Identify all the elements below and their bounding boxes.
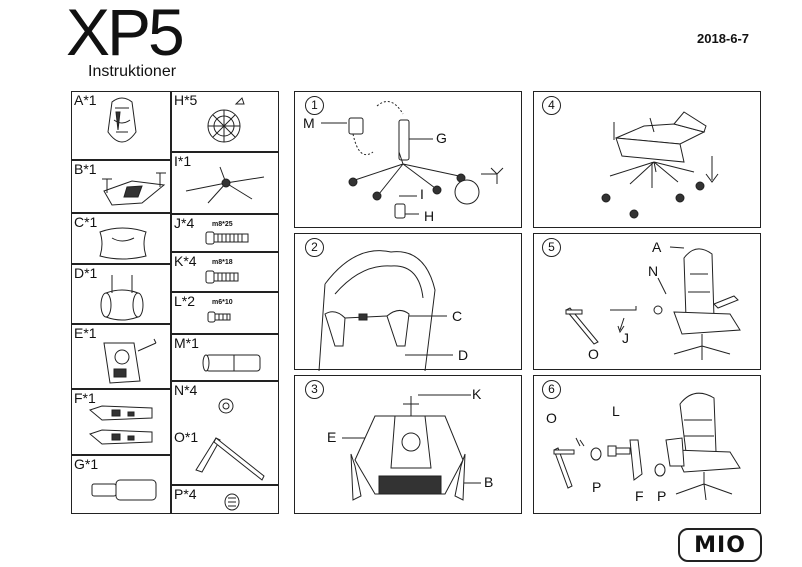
callout-p: P bbox=[592, 479, 602, 495]
part-cell-i: I*1 bbox=[171, 152, 279, 214]
step-3-panel: 3 K E B bbox=[294, 375, 522, 514]
document-date: 2018-6-7 bbox=[697, 31, 750, 46]
bolt-j-icon bbox=[205, 231, 249, 245]
part-label: P*4 bbox=[174, 486, 197, 502]
subtitle: Instruktioner bbox=[88, 63, 177, 80]
part-label: N*4 bbox=[174, 382, 198, 398]
part-label: K*4 bbox=[174, 253, 197, 269]
part-label: G*1 bbox=[74, 456, 99, 472]
cap-icon bbox=[224, 493, 240, 511]
callout-g: G bbox=[436, 130, 447, 146]
part-cell-d: D*1 bbox=[71, 264, 171, 324]
bolt-k-icon bbox=[205, 270, 239, 284]
part-cell-p: P*4 bbox=[171, 485, 279, 514]
step-2-illustration bbox=[318, 250, 453, 372]
brand-logo: MIO bbox=[678, 528, 762, 562]
seat-base-icon bbox=[102, 172, 166, 206]
part-cell-a: A*1 bbox=[71, 91, 171, 160]
part-cell-k: K*4 m8*18 bbox=[171, 252, 279, 292]
callout-n: N bbox=[648, 263, 659, 279]
part-cell-m: M*1 bbox=[171, 334, 279, 381]
part-cell-c: C*1 bbox=[71, 213, 171, 264]
caster-icon bbox=[207, 97, 245, 143]
step-4-panel: 4 bbox=[533, 91, 761, 228]
callout-c: C bbox=[452, 308, 463, 324]
callout-l: L bbox=[612, 403, 620, 419]
step-1-illustration bbox=[321, 101, 504, 219]
part-label: H*5 bbox=[174, 92, 198, 108]
part-cell-h: H*5 bbox=[171, 91, 279, 152]
step-6-panel: 6 O L P F P bbox=[533, 375, 761, 514]
step-5-panel: 5 A N J O bbox=[533, 233, 761, 370]
model-title: XP5 bbox=[66, 0, 185, 69]
gas-cylinder-icon bbox=[91, 479, 157, 501]
armrest-brackets-icon bbox=[88, 405, 153, 445]
part-label: C*1 bbox=[74, 214, 98, 230]
screw-size: m8*25 bbox=[212, 221, 233, 228]
cylinder-cover-icon bbox=[202, 354, 261, 372]
part-label: O*1 bbox=[174, 429, 199, 445]
callout-o-6: O bbox=[546, 410, 557, 426]
part-cell-j: J*4 m8*25 bbox=[171, 214, 279, 252]
callout-j: J bbox=[622, 330, 629, 346]
callout-b: B bbox=[484, 474, 494, 490]
part-label: D*1 bbox=[74, 265, 98, 281]
part-cell-b: B*1 bbox=[71, 160, 171, 213]
washer-and-allen-key-icon bbox=[195, 398, 265, 481]
callout-k: K bbox=[472, 386, 482, 402]
step-6-illustration bbox=[553, 392, 741, 501]
callout-m: M bbox=[303, 115, 315, 131]
screw-size: m6*10 bbox=[212, 299, 233, 306]
seat-back-icon bbox=[107, 97, 137, 143]
callout-d: D bbox=[458, 347, 469, 363]
tilt-mechanism-icon bbox=[103, 338, 157, 384]
screw-l-icon bbox=[207, 311, 231, 323]
step-number: 5 bbox=[542, 238, 561, 257]
screw-size: m8*18 bbox=[212, 259, 233, 266]
step-4-illustration bbox=[601, 111, 719, 219]
step-2-panel: 2 C D bbox=[294, 233, 522, 372]
neck-pillow-icon bbox=[100, 275, 144, 321]
step-number: 2 bbox=[305, 238, 324, 257]
step-number: 3 bbox=[305, 380, 324, 399]
part-cell-l: L*2 m6*10 bbox=[171, 292, 279, 334]
callout-a: A bbox=[652, 239, 662, 255]
step-number: 1 bbox=[305, 96, 324, 115]
part-cell-f: F*1 bbox=[71, 389, 171, 455]
part-label: M*1 bbox=[174, 335, 199, 351]
step-5-illustration bbox=[565, 246, 741, 360]
step-number: 6 bbox=[542, 380, 561, 399]
step-number: 4 bbox=[542, 96, 561, 115]
part-label: L*2 bbox=[174, 293, 196, 309]
step-1-panel: 1 M G I H bbox=[294, 91, 522, 228]
part-label: E*1 bbox=[74, 325, 97, 341]
part-cell-g: G*1 bbox=[71, 455, 171, 514]
step-3-illustration bbox=[342, 394, 481, 501]
part-label: A*1 bbox=[74, 92, 97, 108]
part-cell-e: E*1 bbox=[71, 324, 171, 389]
star-base-icon bbox=[185, 166, 265, 204]
callout-i: I bbox=[420, 186, 424, 202]
callout-o: O bbox=[588, 346, 599, 362]
callout-h: H bbox=[424, 208, 435, 224]
part-label: I*1 bbox=[174, 153, 192, 169]
part-label: J*4 bbox=[174, 215, 195, 231]
lumbar-pillow-icon bbox=[99, 227, 147, 260]
part-cell-n-o: N*4 O*1 bbox=[171, 381, 279, 485]
callout-e: E bbox=[327, 429, 337, 445]
callout-f: F bbox=[635, 488, 644, 504]
callout-p-2: P bbox=[657, 488, 667, 504]
part-label: F*1 bbox=[74, 390, 96, 406]
part-label: B*1 bbox=[74, 161, 97, 177]
